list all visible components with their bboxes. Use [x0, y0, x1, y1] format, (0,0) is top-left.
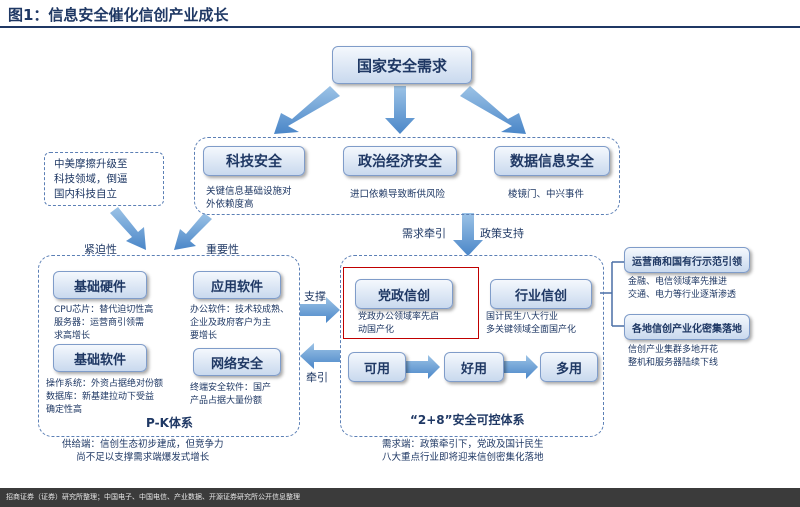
industry-desc: 国计民生八大行业 多关键领域全面国产化: [486, 312, 577, 335]
cluster-desc: 信创产业集群多地开花 整机和服务器陆续下线: [628, 345, 719, 368]
arrow-usable-to-good: [404, 355, 440, 379]
source-footer: 招商证券（证券）研究所整理；中国电子、中国电信、产业数据、开源证券研究所公开信息…: [0, 488, 800, 507]
operators-desc: 金融、电信领域率先推进 交通、电力等行业逐渐渗透: [628, 277, 737, 300]
arrow-pull: [300, 343, 340, 369]
arrow-policy-down: [453, 213, 483, 256]
demand-side-text: 需求端：政策牵引下，党政及国计民生 八大重点行业即将迎来信创密集化落地: [382, 439, 544, 463]
title-rule: [0, 26, 800, 28]
node-tech-security: 科技安全: [203, 146, 305, 176]
node-usable: 可用: [348, 352, 406, 382]
arrow-good-to-more: [502, 355, 538, 379]
node-hardware: 基础硬件: [53, 271, 147, 299]
party-gov-highlight: [343, 267, 479, 339]
arrow-friction-to-supply: [110, 207, 146, 250]
policy-support-label: 政策支持: [480, 227, 524, 240]
arrow-national-to-tech: [274, 86, 340, 134]
supply-side-text: 供给端：信创生态初步建成，但竞争力 尚不足以支撑需求端爆发式增长: [62, 439, 224, 463]
node-network-security: 网络安全: [193, 348, 281, 376]
node-party-gov: 党政信创: [355, 279, 453, 309]
app-software-desc: 办公软件：技术较成熟、 企业及政府客户为主 要增长: [190, 305, 290, 341]
arrow-tech-to-supply: [174, 213, 212, 250]
base-software-desc: 操作系统：外资占据绝对份额 数据库：新基建拉动下受益 确定性高: [46, 379, 164, 415]
node-national-security-need: 国家安全需求: [332, 46, 472, 84]
node-political-security: 政治经济安全: [343, 146, 457, 176]
node-data-security: 数据信息安全: [494, 146, 610, 176]
pk-system-group: [38, 255, 300, 437]
arrow-national-to-data: [460, 86, 526, 134]
friction-text: 中美摩擦升级至 科技领域，倒逼 国内科技自立: [54, 158, 128, 200]
safe-system-group: [340, 255, 604, 437]
support-label: 支撑: [304, 290, 326, 303]
party-gov-desc: 党政办公领域率先启 动国产化: [358, 312, 440, 335]
node-industry: 行业信创: [490, 279, 592, 309]
tech-security-desc: 关键信息基础设施对 外依赖度高: [206, 186, 292, 210]
node-good: 好用: [444, 352, 504, 382]
hardware-desc: CPU芯片：替代迫切性高 服务器：运营商引领需 求高增长: [54, 305, 154, 341]
security-group: [194, 137, 620, 215]
political-security-desc: 进口依赖导致断供风险: [350, 189, 446, 200]
node-operators: 运营商和国有行示范引领: [624, 247, 750, 273]
node-base-software: 基础软件: [53, 344, 147, 372]
connector-industry: [600, 261, 624, 327]
arrow-national-to-political: [385, 86, 415, 134]
node-more: 多用: [540, 352, 598, 382]
figure-title: 图1：信息安全催化信创产业成长: [8, 6, 229, 24]
pull-label: 牵引: [306, 371, 328, 384]
node-app-software: 应用软件: [193, 271, 281, 299]
safe-system-label: “2+8”安全可控体系: [410, 413, 525, 427]
friction-box: [44, 152, 164, 206]
pk-system-label: P-K体系: [146, 416, 193, 430]
urgency-label: 紧迫性: [84, 243, 117, 256]
importance-label: 重要性: [206, 243, 239, 256]
demand-pull-label: 需求牵引: [402, 227, 446, 240]
data-security-desc: 棱镜门、中兴事件: [508, 189, 585, 200]
network-security-desc: 终端安全软件：国产 产品占据大量份额: [190, 383, 272, 406]
node-cluster: 各地信创产业化密集落地: [624, 314, 750, 340]
arrow-support: [300, 297, 340, 323]
